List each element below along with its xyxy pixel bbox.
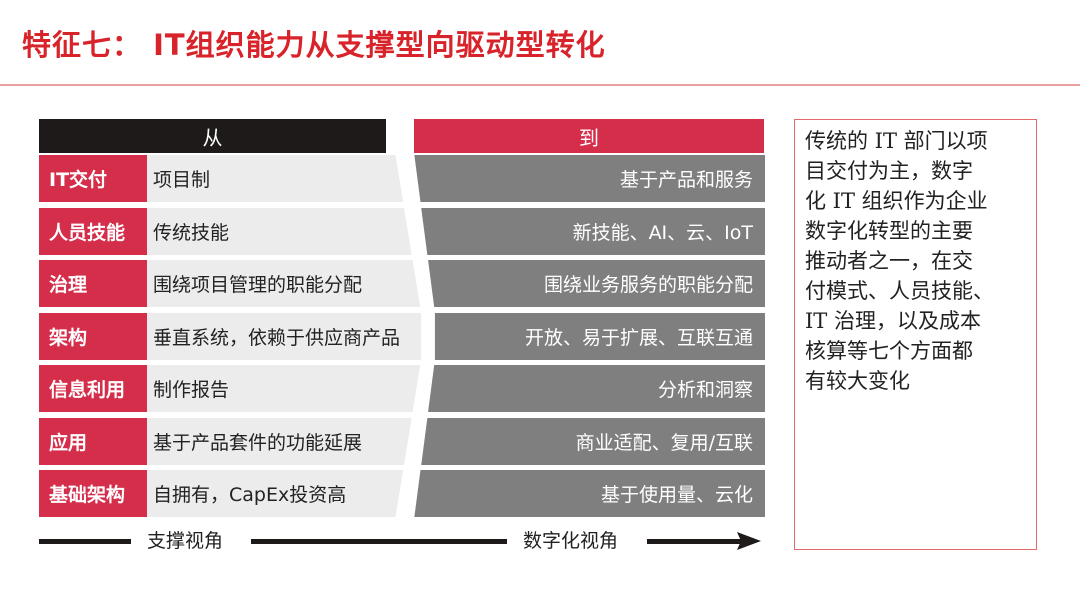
from-cell-bg bbox=[139, 207, 412, 255]
note-line: 推动者之一，在交 bbox=[805, 249, 973, 273]
header-to: 到 bbox=[414, 119, 764, 153]
row-from-text: 垂直系统，依赖于供应商产品 bbox=[153, 326, 401, 349]
page-title: 特征七： IT组织能力从支撑型向驱动型转化 bbox=[22, 28, 606, 62]
note-line: 付模式、人员技能、 bbox=[805, 279, 994, 303]
row-from-text: 基于产品套件的功能延展 bbox=[153, 431, 363, 454]
note-line: 化 IT 组织作为企业 bbox=[805, 189, 988, 213]
perspective-axis: 支撑视角 数字化视角 bbox=[39, 527, 769, 555]
note-line: 数字化转型的主要 bbox=[805, 219, 973, 243]
to-cell-bg bbox=[414, 155, 765, 202]
title-divider bbox=[0, 84, 1080, 86]
table-row: 信息利用制作报告 分析和洞察 bbox=[39, 365, 765, 412]
to-cell-bg bbox=[421, 417, 765, 465]
row-category: IT交付 bbox=[39, 155, 147, 202]
table-row: 应用基于产品套件的功能延展 商业适配、复用/互联 bbox=[39, 417, 765, 465]
row-to-text: 开放、易于扩展、互联互通 bbox=[524, 326, 753, 349]
row-category: 治理 bbox=[39, 260, 147, 307]
to-cell-bg bbox=[428, 365, 765, 412]
axis-left-label: 支撑视角 bbox=[147, 530, 224, 552]
row-to-text: 基于使用量、云化 bbox=[600, 484, 753, 506]
note-line: IT 治理，以及成本 bbox=[805, 309, 981, 333]
row-from-text: 项目制 bbox=[153, 169, 211, 191]
table-row: 基础架构自拥有，CapEx投资高 基于使用量、云化 bbox=[39, 470, 765, 517]
table-row: IT交付项目制 基于产品和服务 bbox=[39, 155, 765, 202]
from-cell-bg bbox=[139, 155, 404, 202]
note-line: 目交付为主，数字 bbox=[805, 159, 973, 183]
row-to-text: 新技能、AI、云、IoT bbox=[572, 221, 753, 244]
header-from: 从 bbox=[39, 119, 386, 153]
note-line: 核算等七个方面都 bbox=[805, 339, 973, 363]
axis-bar-left bbox=[39, 539, 131, 544]
from-cell-bg bbox=[139, 417, 412, 465]
row-to-text: 围绕业务服务的职能分配 bbox=[543, 274, 753, 296]
note-line: 传统的 IT 部门以项 bbox=[805, 129, 988, 153]
arrow-right-icon bbox=[737, 532, 761, 550]
row-category: 应用 bbox=[39, 417, 147, 465]
axis-bar-middle bbox=[251, 539, 507, 544]
from-cell-bg bbox=[139, 470, 404, 517]
row-category: 架构 bbox=[39, 312, 147, 360]
row-to-text: 商业适配、复用/互联 bbox=[575, 431, 753, 454]
row-from-text: 围绕项目管理的职能分配 bbox=[153, 274, 363, 296]
from-cell-bg bbox=[139, 365, 421, 412]
to-cell-bg bbox=[414, 470, 765, 517]
row-category: 基础架构 bbox=[39, 470, 147, 517]
from-cell-bg bbox=[139, 260, 421, 307]
table-row: 治理围绕项目管理的职能分配 围绕业务服务的职能分配 bbox=[39, 260, 765, 307]
axis-bar-right bbox=[647, 539, 741, 544]
note-line: 有较大变化 bbox=[805, 369, 910, 393]
to-cell-bg bbox=[428, 260, 765, 307]
row-category: 人员技能 bbox=[39, 207, 147, 255]
to-cell-bg bbox=[434, 312, 765, 360]
from-cell-bg bbox=[139, 312, 422, 360]
description-box: 传统的 IT 部门以项 目交付为主，数字 化 IT 组织作为企业 数字化转型的主… bbox=[794, 119, 1037, 550]
table-row: 人员技能传统技能 新技能、AI、云、IoT bbox=[39, 207, 765, 255]
table-row: 架构垂直系统，依赖于供应商产品 开放、易于扩展、互联互通 bbox=[39, 312, 765, 360]
row-category: 信息利用 bbox=[39, 365, 147, 412]
row-from-text: 自拥有，CapEx投资高 bbox=[153, 484, 347, 506]
row-from-text: 传统技能 bbox=[153, 221, 230, 244]
row-from-text: 制作报告 bbox=[153, 379, 230, 401]
row-to-text: 基于产品和服务 bbox=[619, 169, 753, 191]
axis-right-label: 数字化视角 bbox=[523, 530, 619, 552]
row-to-text: 分析和洞察 bbox=[657, 379, 753, 401]
to-cell-bg bbox=[421, 207, 765, 255]
